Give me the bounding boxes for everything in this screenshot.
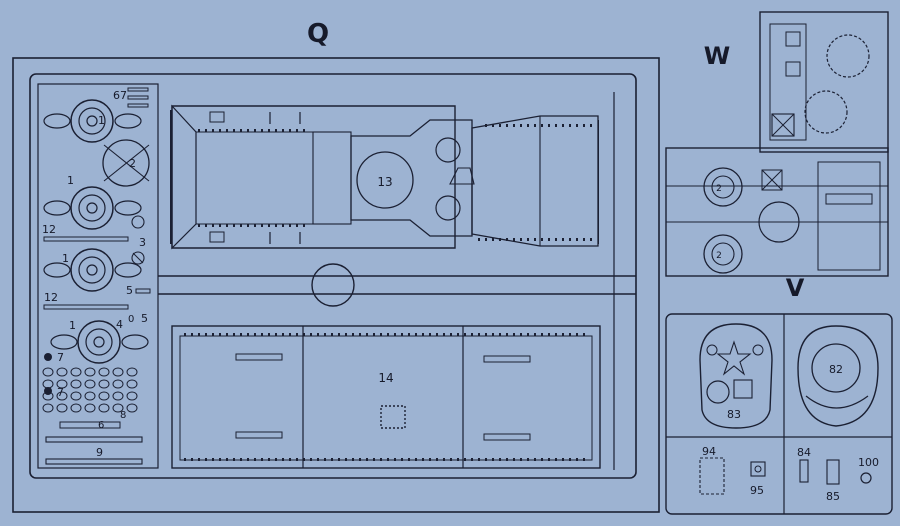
small-part xyxy=(126,403,138,413)
disc-part xyxy=(102,139,150,187)
wheel-part xyxy=(43,99,142,143)
part-number: 2 xyxy=(129,157,136,170)
sprue-q-frame xyxy=(12,57,660,513)
small-part xyxy=(56,367,68,377)
small-part xyxy=(42,391,54,401)
small-part xyxy=(98,367,110,377)
part-number: 1 xyxy=(67,174,74,187)
small-part xyxy=(70,367,82,377)
small-part xyxy=(126,391,138,401)
small-part xyxy=(84,367,96,377)
part-number: 0 xyxy=(128,314,134,325)
part-number: 3 xyxy=(139,236,146,249)
part-number: 67 xyxy=(113,89,127,102)
sprue-w-lower-parts xyxy=(666,161,888,274)
part-number: 5 xyxy=(141,312,148,325)
part-number: 2 xyxy=(716,184,722,194)
small-part xyxy=(42,379,54,389)
sprue-w-lower-frame xyxy=(665,147,889,277)
wheel-part xyxy=(43,248,142,292)
long-bars xyxy=(45,421,143,465)
part-number: 83 xyxy=(727,408,741,421)
small-parts xyxy=(43,87,151,395)
small-part xyxy=(84,391,96,401)
part-number: 2 xyxy=(716,251,722,261)
part-number: 12 xyxy=(44,291,58,304)
small-part xyxy=(112,403,124,413)
small-part xyxy=(42,403,54,413)
small-part xyxy=(56,403,68,413)
part-number: 100 xyxy=(858,456,879,469)
small-part xyxy=(56,391,68,401)
part-number: 5 xyxy=(126,284,133,297)
parts-grid xyxy=(42,367,138,413)
small-part xyxy=(84,403,96,413)
part-number: 1 xyxy=(69,319,76,332)
part-number: 7 xyxy=(57,351,64,364)
part-number: 7 xyxy=(57,386,64,399)
sprue-v-letter: V xyxy=(786,274,805,302)
part-number: 95 xyxy=(750,484,764,497)
small-part xyxy=(112,367,124,377)
sprue-q: Q xyxy=(12,19,660,513)
part-number: 1 xyxy=(98,114,105,127)
wheel-part xyxy=(43,186,142,230)
turret-part xyxy=(699,323,773,429)
part-number: 9 xyxy=(96,446,103,459)
hull-bottom-part xyxy=(171,325,601,469)
part-number: 13 xyxy=(377,175,392,189)
small-part xyxy=(70,391,82,401)
wheel-part xyxy=(50,320,149,364)
part-number: 4 xyxy=(116,318,123,331)
small-part xyxy=(112,379,124,389)
small-part xyxy=(56,379,68,389)
small-part xyxy=(98,379,110,389)
small-part xyxy=(98,403,110,413)
sprue-w-upper-parts xyxy=(769,23,870,141)
small-part xyxy=(126,367,138,377)
cupola-part xyxy=(797,325,879,427)
hull-top-part xyxy=(169,104,601,250)
sprue-w-letter: W xyxy=(704,42,730,70)
part-number: 12 xyxy=(42,223,56,236)
part-number: 8 xyxy=(120,410,126,421)
part-number: 94 xyxy=(702,445,716,458)
sprue-v: V 82 83 94 95 84 85 xyxy=(665,274,893,515)
small-part xyxy=(42,367,54,377)
sprue-q-gate xyxy=(311,263,355,307)
small-part xyxy=(112,391,124,401)
part-number: 1 xyxy=(62,252,69,265)
small-parts xyxy=(699,457,872,495)
part-number: 6 xyxy=(98,420,104,431)
small-part xyxy=(84,379,96,389)
part-number: 85 xyxy=(826,490,840,503)
part-number: 82 xyxy=(829,363,843,376)
part-number: 84 xyxy=(797,446,811,459)
sprue-w: W 2 2 xyxy=(665,11,889,277)
sprue-w-upper-frame xyxy=(759,11,889,153)
part-number: 14 xyxy=(378,371,393,385)
small-part xyxy=(70,403,82,413)
small-part xyxy=(70,379,82,389)
small-part xyxy=(126,379,138,389)
sprue-q-letter: Q xyxy=(307,19,329,49)
sprue-v-frame xyxy=(665,313,893,515)
small-part xyxy=(98,391,110,401)
